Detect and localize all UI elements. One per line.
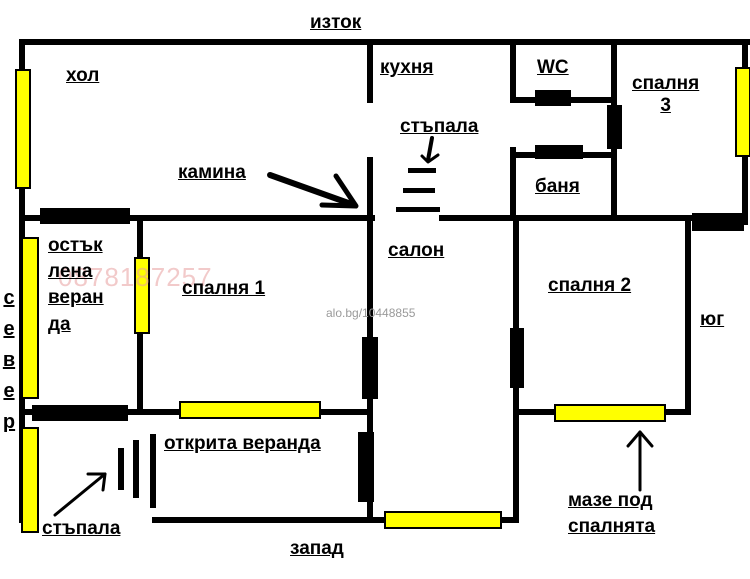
windows [15,67,750,533]
room-glazed-veranda: остък лена веран да [48,235,104,335]
listing-watermark: alo.bg/10448855 [326,306,416,320]
label-east: изток [310,12,362,33]
label-west: запад [290,538,344,559]
room-bathroom: баня [535,176,580,197]
room-open-veranda: открита веранда [164,433,321,454]
door-blocks [32,90,744,502]
phone-watermark: 0878187257 [58,262,213,292]
label-fireplace: камина [178,162,246,183]
label-basement: мазе под спалнята [568,490,656,537]
room-kitchen: кухня [380,57,434,78]
room-bedroom3: спалня 3 [632,73,700,116]
staircase-top [396,168,440,212]
staircase-bottom [118,434,156,508]
label-stairs-bottom: стъпала [42,518,121,539]
room-bedroom2: спалня 2 [548,275,632,296]
label-stairs-top: стъпала [400,116,479,137]
label-north: с е в е р [2,287,16,433]
room-wc: WC [537,57,569,78]
arrows [53,136,654,517]
label-south: юг [700,309,725,330]
room-hall: хол [66,65,100,86]
room-bedroom1: спалня 1 [182,278,266,299]
room-living: салон [388,240,445,261]
